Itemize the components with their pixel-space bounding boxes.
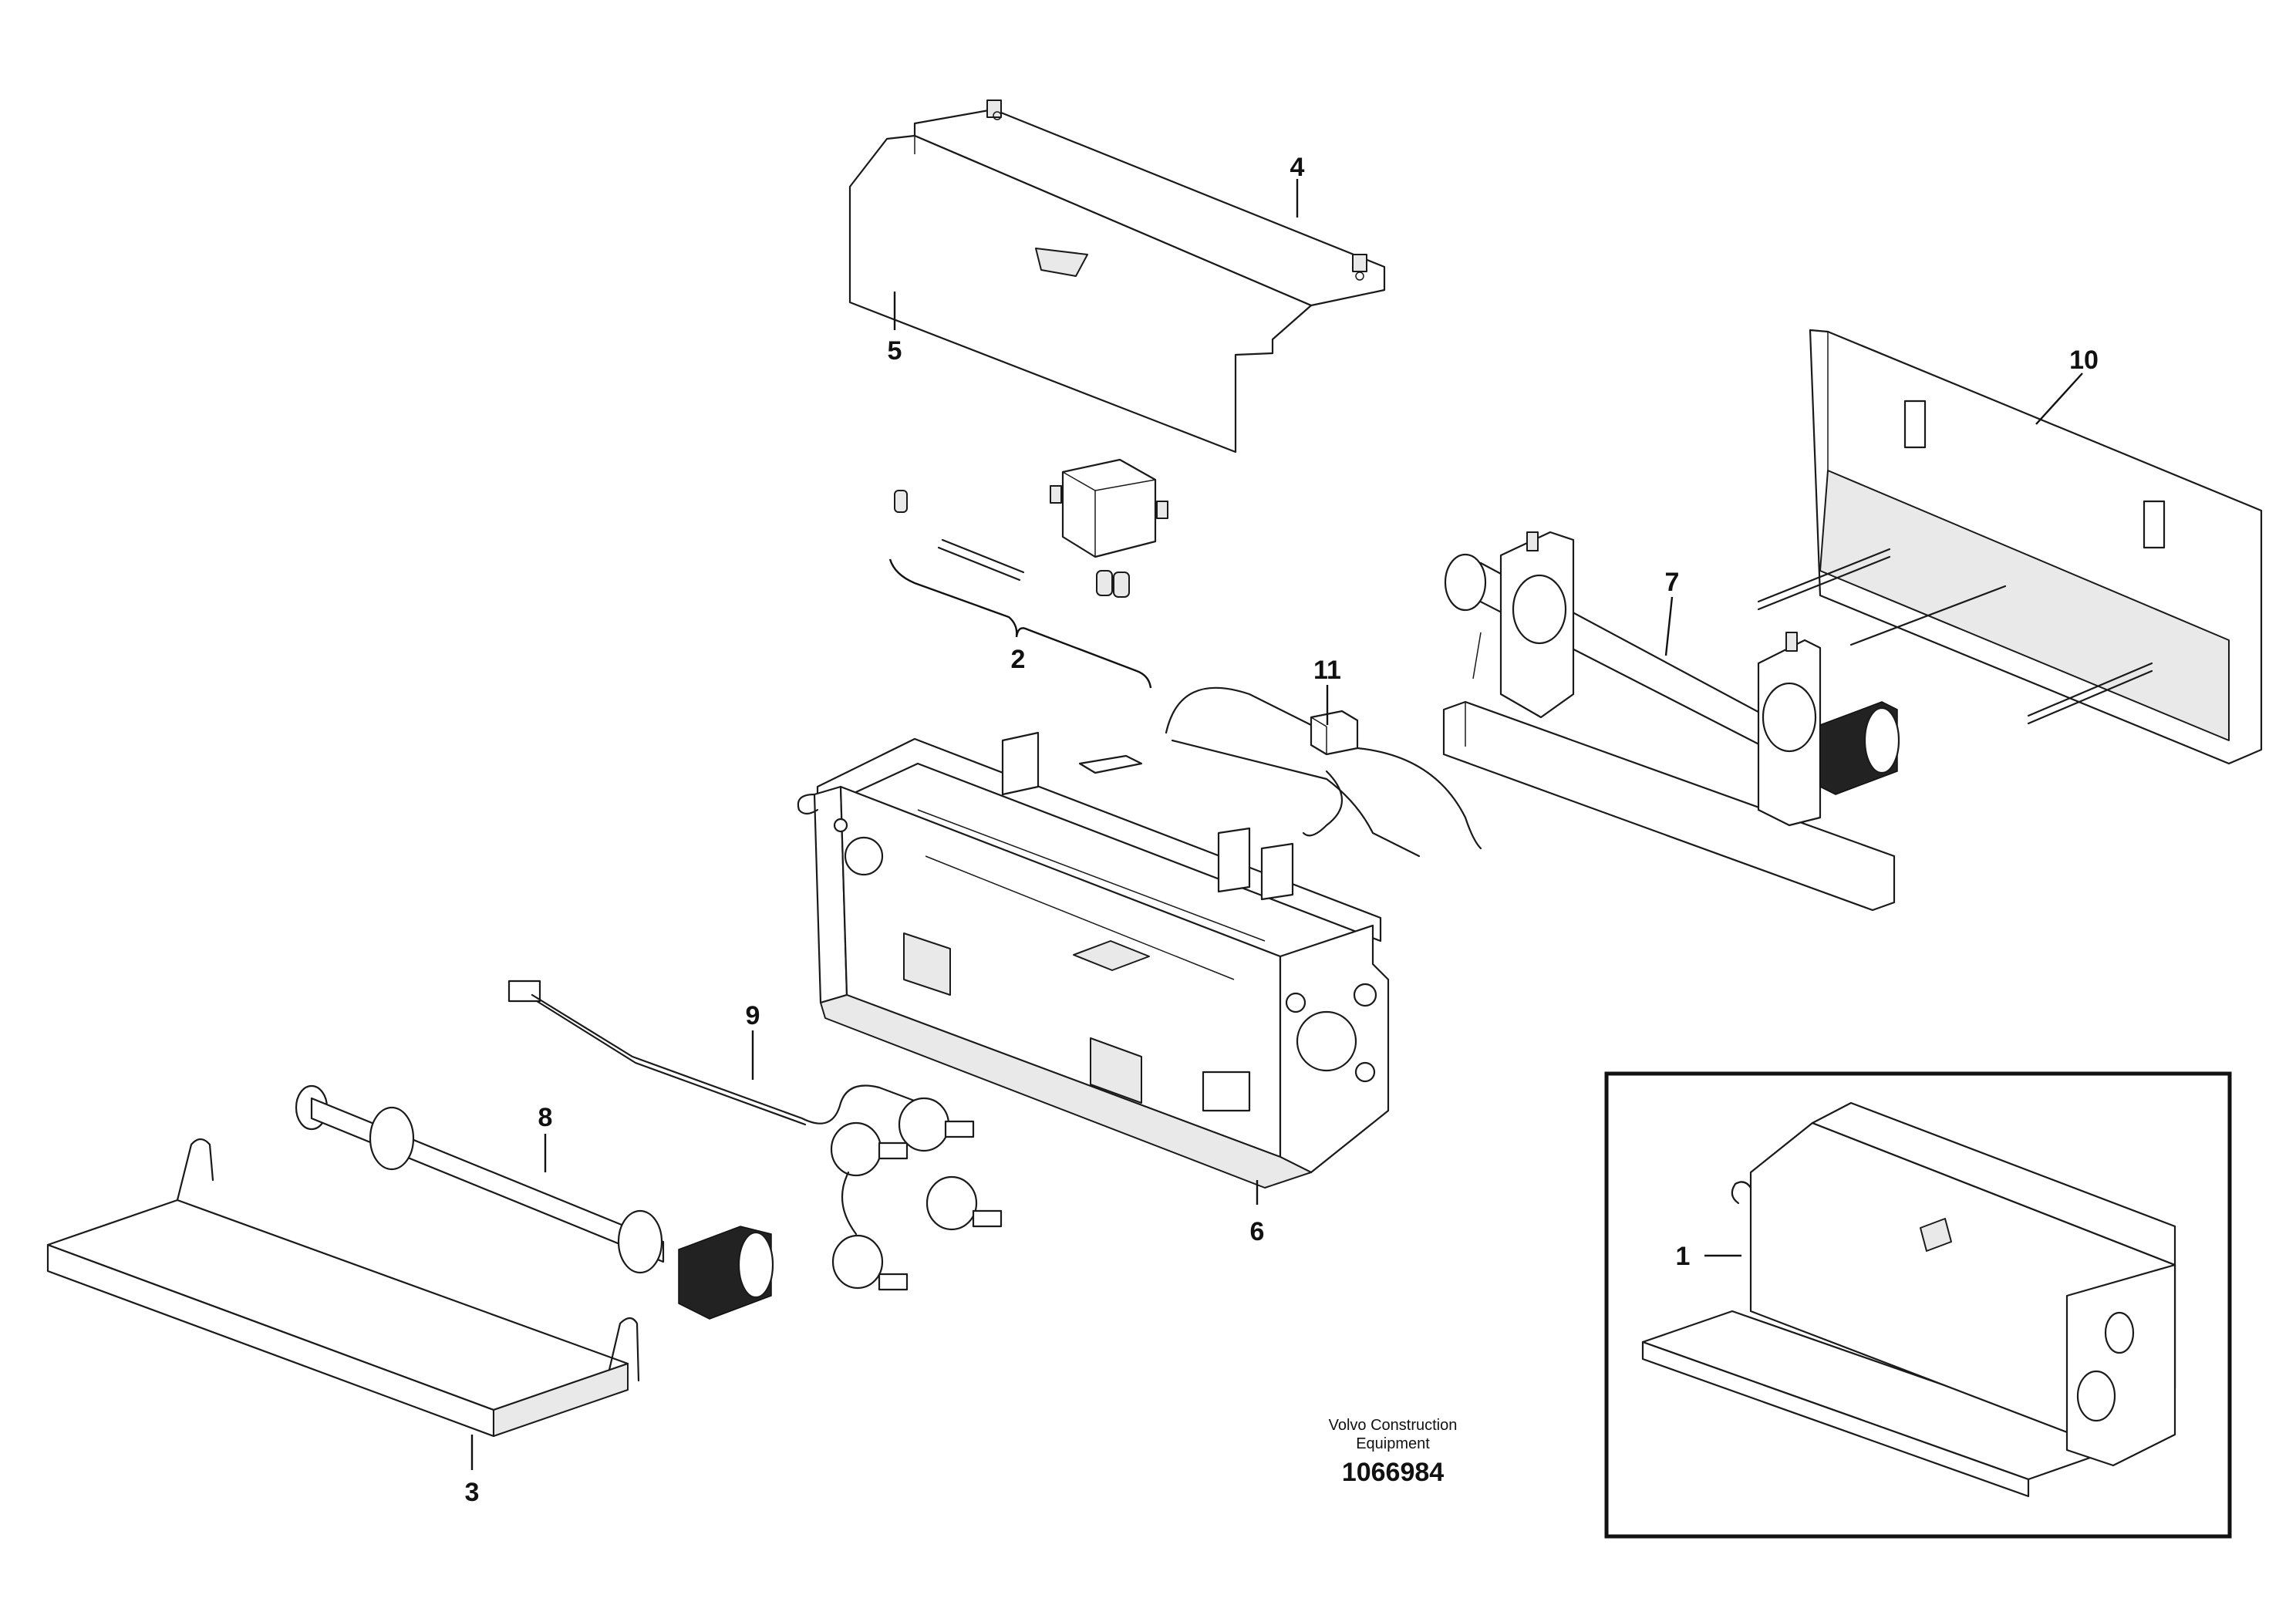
inset-overview-box (1604, 1071, 2232, 1539)
part-8-drive-shaft (295, 1084, 774, 1320)
solenoid-4 (831, 1234, 909, 1291)
solenoid-3 (925, 1175, 1003, 1231)
callout-3: 3 (465, 1478, 480, 1507)
solenoid-1 (830, 1121, 909, 1177)
credit-line-2: Equipment (1356, 1435, 1430, 1452)
callout-9: 9 (746, 1001, 760, 1030)
callout-2: 2 (1011, 645, 1026, 674)
credit-line-1: Volvo Construction (1329, 1417, 1458, 1434)
callout-8: 8 (538, 1103, 553, 1132)
callout-11: 11 (1313, 656, 1341, 685)
callout-10: 10 (2069, 346, 2099, 375)
part-2-nuts (1096, 570, 1130, 598)
part-9-wire-solenoids (507, 980, 1003, 1291)
part-3-tray (46, 1138, 640, 1438)
part-7-axle-assembly (1442, 531, 1900, 912)
part-5-hood-cover (848, 134, 1313, 454)
document-number: 1066984 (1342, 1458, 1444, 1487)
leader-lines (470, 179, 2083, 1470)
part-10-rear-panel (1757, 329, 2263, 765)
callout-7: 7 (1665, 568, 1680, 597)
part-11-valve-hoses (1165, 686, 1482, 858)
callout-4: 4 (1290, 153, 1305, 182)
callout-5: 5 (888, 336, 902, 366)
callout-1: 1 (1676, 1242, 1691, 1271)
part-2-hardware-kit (888, 458, 1168, 689)
solenoid-2 (898, 1097, 975, 1152)
callout-6: 6 (1250, 1217, 1265, 1246)
part-6-main-frame (797, 731, 1390, 1189)
